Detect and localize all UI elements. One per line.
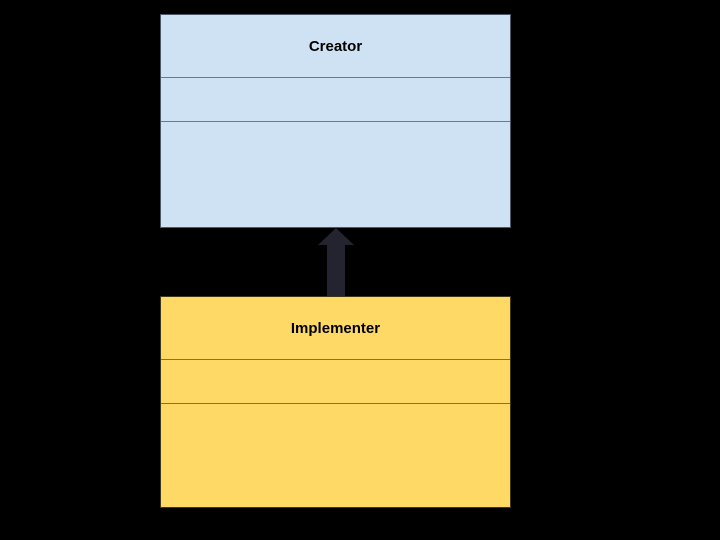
- generalization-arrow[interactable]: [318, 228, 354, 296]
- implementer-attributes-compartment: [161, 359, 510, 403]
- uml-class-creator[interactable]: Creator: [160, 14, 511, 228]
- creator-attributes-compartment: [161, 77, 510, 121]
- implementer-methods-compartment: [161, 403, 510, 507]
- creator-class-title: Creator: [308, 37, 363, 55]
- uml-class-implementer[interactable]: Implementer: [160, 296, 511, 508]
- arrow-up-icon: [318, 228, 354, 296]
- creator-methods-compartment: [161, 121, 510, 227]
- implementer-class-title: Implementer: [290, 319, 381, 337]
